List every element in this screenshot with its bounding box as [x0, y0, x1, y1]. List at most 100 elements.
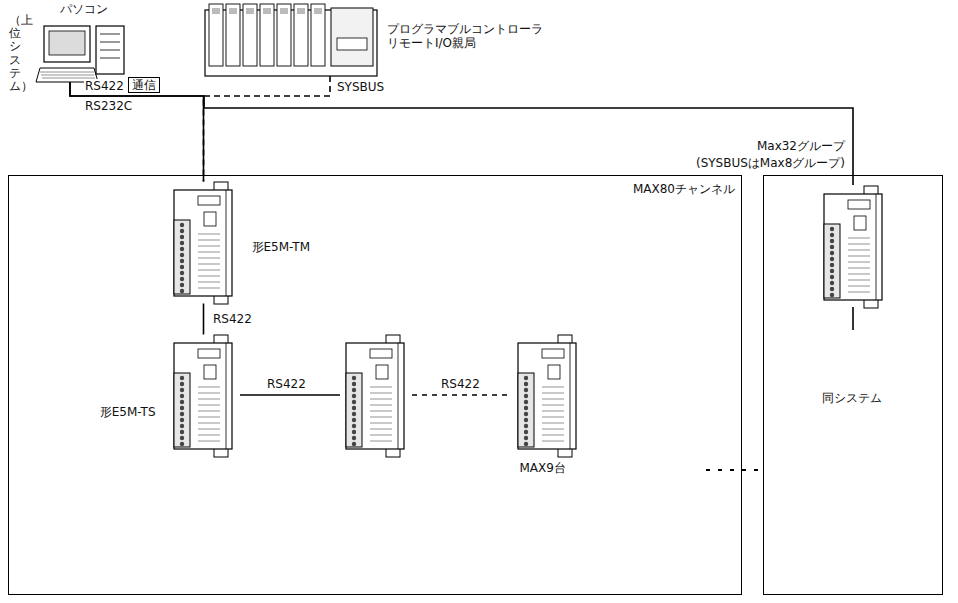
signal-label: (SYSBUSはMax8グループ) [695, 156, 846, 170]
illustration [205, 4, 557, 76]
io-module [277, 4, 291, 66]
front-marking [198, 440, 220, 441]
terminal-screw [523, 411, 527, 415]
front-marking [198, 392, 220, 393]
front-marking [542, 434, 564, 435]
controller-unit [346, 335, 404, 457]
device-node: プログラマブルコントローラ リモートI/O親局 [205, 4, 557, 76]
controller-unit [518, 335, 576, 457]
unit-body [346, 343, 404, 449]
terminal-screw [179, 399, 183, 403]
terminal-block [174, 220, 190, 294]
front-marking [198, 398, 220, 399]
front-marking [198, 233, 220, 234]
device-node: MAX9台 [512, 335, 584, 457]
front-marking [848, 274, 870, 275]
terminal-screw [523, 423, 527, 427]
comm-line [203, 304, 205, 335]
key-row [41, 75, 95, 76]
front-marking [198, 281, 220, 282]
monitor [44, 26, 90, 62]
device-node: 形E5M-TM [168, 182, 240, 304]
terminal-screw [352, 406, 356, 410]
drive-slot [100, 58, 120, 59]
terminal-screw [179, 282, 183, 286]
node-label: 同システム [822, 391, 882, 405]
side-edge [225, 343, 226, 449]
front-marking [198, 404, 220, 405]
terminal-screw [830, 227, 834, 231]
module-led [263, 8, 271, 14]
terminal-screw [179, 246, 183, 250]
terminal-screw [179, 435, 183, 439]
io-module [226, 4, 240, 66]
front-marking [198, 422, 220, 423]
signal-label: RS422 [84, 79, 125, 93]
display-window [198, 196, 220, 205]
terminal-screw [179, 234, 183, 238]
terminal-screw [523, 387, 527, 391]
front-marking [370, 387, 392, 388]
system-caption: （上位システム） [8, 14, 22, 93]
front-marking [542, 440, 564, 441]
terminal-screw [523, 405, 527, 409]
terminal-screw [523, 429, 527, 433]
node-label: プログラマブルコントローラ リモートI/O親局 [387, 22, 557, 51]
line-label: RS422 [212, 312, 253, 326]
terminal-screw [830, 233, 834, 237]
terminal-block [346, 373, 362, 447]
unit-body [518, 343, 576, 449]
controller-unit [824, 186, 882, 308]
front-marking [370, 423, 392, 424]
terminal-screw [179, 393, 183, 397]
node-label: 形E5M-TM [252, 240, 310, 254]
front-marking [198, 416, 220, 417]
illustration [168, 182, 240, 304]
terminal-screw [179, 270, 183, 274]
terminal-screw [179, 441, 183, 445]
front-marking [848, 286, 870, 287]
display-window [198, 349, 220, 358]
front-marking [542, 398, 564, 399]
terminal-screw [523, 381, 527, 385]
sysbus-line [204, 76, 331, 182]
terminal-screw [179, 381, 183, 385]
front-marking [370, 435, 392, 436]
side-edge [569, 343, 570, 449]
front-marking [198, 275, 220, 276]
device-node: 同システム [763, 175, 943, 595]
io-module [209, 4, 223, 66]
drive-slot [100, 34, 120, 35]
terminal-screw [179, 405, 183, 409]
front-marking [198, 434, 220, 435]
group-box: MAX80チャンネル形E5M-TM形E5M-TSMAX9台 [8, 175, 742, 595]
front-marking [542, 410, 564, 411]
switch-panel [854, 216, 866, 230]
terminal-screw [179, 411, 183, 415]
terminal-screw [352, 376, 356, 380]
front-marking [542, 428, 564, 429]
terminal-screw [523, 435, 527, 439]
terminal-screw [830, 269, 834, 273]
front-marking [542, 392, 564, 393]
terminal-screw [830, 293, 834, 297]
terminal-screw [352, 418, 356, 422]
front-marking [542, 422, 564, 423]
terminal-screw [352, 400, 356, 404]
signal-label: RS422 [266, 377, 307, 391]
terminal-screw [179, 276, 183, 280]
rs422-wire [240, 394, 340, 396]
terminal-screw [830, 275, 834, 279]
terminal-screw [179, 423, 183, 427]
front-marking [542, 386, 564, 387]
display-window [542, 349, 564, 358]
io-module [294, 4, 308, 66]
switch-panel [204, 365, 216, 379]
node-label: 通信 [132, 78, 156, 92]
line-label: SYSBUS [336, 80, 385, 94]
terminal-screw [179, 387, 183, 391]
module-led [280, 8, 288, 14]
front-marking [848, 256, 870, 257]
terminal-block [518, 373, 534, 447]
